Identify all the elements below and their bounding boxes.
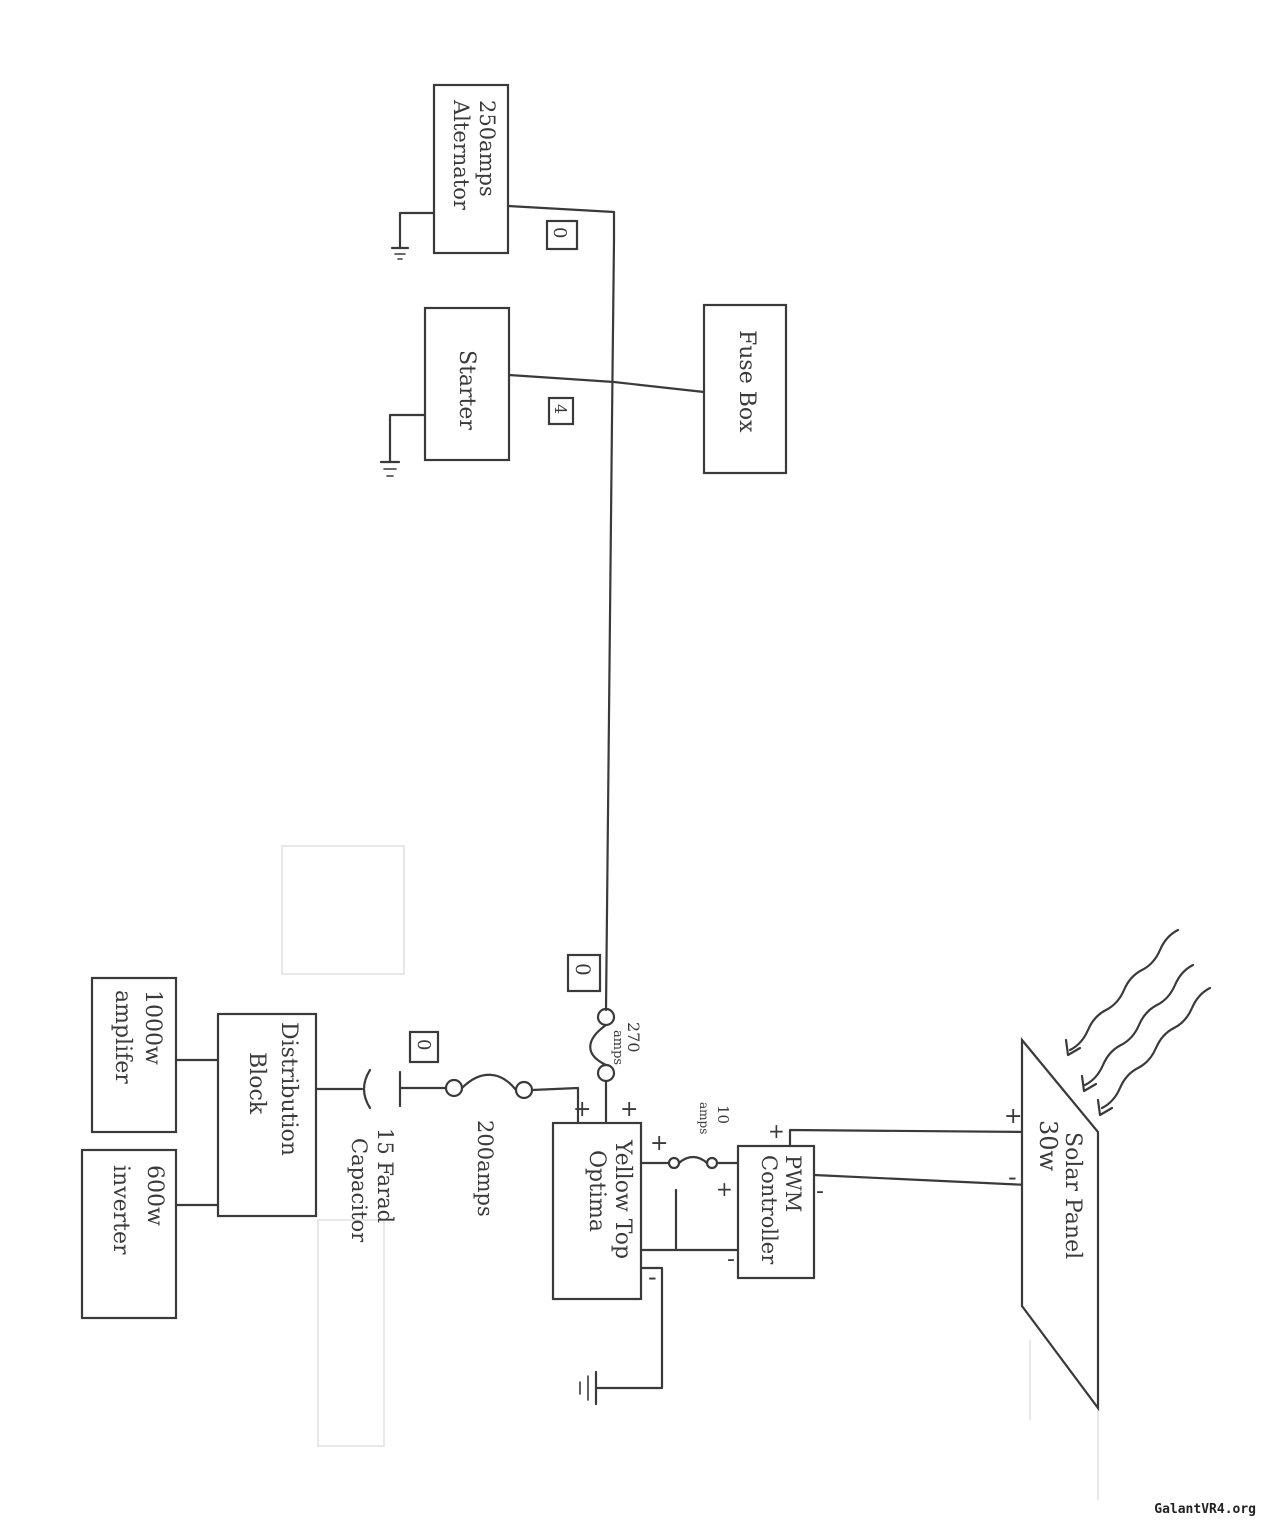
alternator-label-line2: 250amps: [475, 100, 499, 197]
controller-positive-in: +: [716, 1177, 733, 1201]
battery-label-line2: Optima: [584, 1150, 609, 1232]
battery: Yellow Top Optima + + + -: [551, 1097, 668, 1301]
battery-negative: -: [648, 1263, 657, 1291]
starter: Starter: [423, 306, 511, 462]
solar-fuse-unit: amps: [697, 1102, 711, 1134]
controller-label-line1: PWM: [781, 1155, 805, 1212]
fuse-box: Fuse Box: [702, 303, 788, 475]
pwm-controller: PWM Controller + - + -: [716, 1119, 824, 1280]
sun-rays: [1064, 928, 1212, 1117]
svg-text:0: 0: [549, 227, 570, 238]
solar-panel: Solar Panel 30w + -: [1004, 1036, 1100, 1412]
inverter-label-line1: 600w: [142, 1165, 167, 1226]
inverter-label-line2: inverter: [108, 1165, 133, 1255]
svg-text:0: 0: [413, 1039, 434, 1050]
main-fuse-rating: 270: [624, 1022, 643, 1053]
controller-positive-out: +: [768, 1119, 785, 1143]
solar-panel-label-line2: 30w: [1034, 1120, 1062, 1172]
starter-ground: [379, 413, 427, 477]
watermark: GalantVR4.org: [1154, 1502, 1256, 1517]
solar-panel-label-line1: Solar Panel: [1060, 1132, 1085, 1259]
amplifier: 1000w amplifer: [90, 976, 178, 1134]
battery-ground: [579, 1266, 664, 1406]
solar-panel-positive: +: [1004, 1104, 1022, 1129]
distribution-fuse-label: 200amps: [473, 1120, 497, 1217]
alternator-label-line1: Alternator: [449, 99, 473, 211]
controller-negative-out: -: [816, 1179, 824, 1204]
battery-positive-top: +: [620, 1097, 638, 1122]
svg-text:4: 4: [551, 404, 570, 414]
distribution-wire-gauge: 0: [408, 1030, 440, 1064]
svg-text:Capacitor: Capacitor: [347, 1138, 371, 1243]
inverter: 600w inverter: [80, 1148, 178, 1320]
capacitor-label: 15 Farad Capacitor: [347, 1128, 397, 1243]
solar-fuse-rating: 10: [714, 1105, 732, 1124]
controller-label-line2: Controller: [757, 1155, 781, 1265]
main-fuse: 270 amps: [589, 1007, 643, 1127]
alternator-ground: [390, 211, 436, 260]
amplifier-label-line2: amplifer: [110, 990, 135, 1084]
distribution-label-line1: Distribution: [276, 1022, 301, 1156]
main-wire-gauge: 0: [566, 953, 602, 993]
svg-text:0: 0: [571, 963, 595, 976]
solar-fuse: 10 amps: [639, 1102, 740, 1170]
starter-label: Starter: [454, 350, 479, 430]
alternator-wire-gauge: 0: [545, 219, 579, 251]
ghost-marks: [281, 845, 1099, 1500]
fuse-box-label: Fuse Box: [734, 330, 759, 433]
distribution-wire: [314, 1068, 580, 1125]
solar-panel-negative: -: [1008, 1163, 1017, 1191]
solar-wires: [788, 1128, 1030, 1187]
main-fuse-unit: amps: [610, 1030, 625, 1065]
amplifier-label-line1: 1000w: [140, 990, 165, 1065]
battery-positive-right: +: [650, 1131, 668, 1156]
alternator: Alternator 250amps: [432, 83, 510, 255]
controller-negative-in: -: [727, 1247, 735, 1272]
battery-positive-left: +: [573, 1097, 591, 1122]
svg-text:200amps: 200amps: [473, 1120, 497, 1217]
distribution-block: Distribution Block: [216, 1012, 318, 1218]
battery-label-line1: Yellow Top: [610, 1139, 635, 1259]
starter-wire-gauge: 4: [547, 396, 575, 426]
svg-text:15 Farad: 15 Farad: [373, 1128, 397, 1223]
main-wires: [506, 204, 706, 1012]
distribution-label-line2: Block: [244, 1052, 269, 1115]
